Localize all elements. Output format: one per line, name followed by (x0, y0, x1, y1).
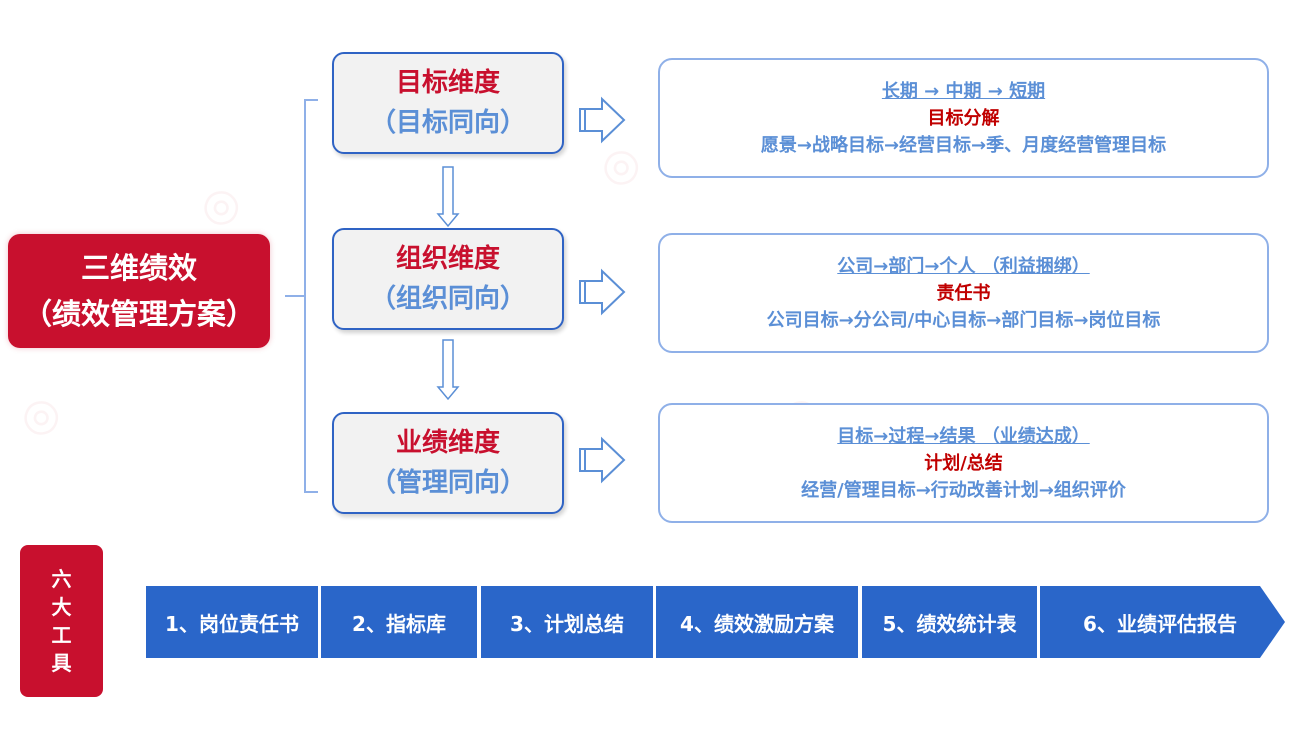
dimension-subtitle: （组织同向） (369, 284, 526, 314)
tools-label-char: 具 (51, 651, 72, 675)
dimension-subtitle: （目标同向） (369, 108, 526, 138)
tool-item: 3、计划总结 (481, 586, 653, 658)
detail-box-organization: 公司→部门→个人 （利益捆绑） 责任书 公司目标→分公司/中心目标→部门目标→岗… (658, 233, 1269, 353)
tool-item: 6、业绩评估报告 (1083, 611, 1237, 636)
dimension-box-performance: 业绩维度 （管理同向） (332, 412, 564, 514)
detail-chain: 愿景→战略目标→经营目标→季、月度经营管理目标 (760, 134, 1167, 156)
dimension-box-goal: 目标维度 （目标同向） (332, 52, 564, 154)
detail-box-performance: 目标→过程→结果 （业绩达成） 计划/总结 经营/管理目标→行动改善计划→组织评… (658, 403, 1269, 523)
dimension-title: 目标维度 (395, 68, 500, 98)
bracket (304, 99, 318, 493)
detail-chain: 公司目标→分公司/中心目标→部门目标→岗位目标 (766, 309, 1161, 331)
detail-chain: 经营/管理目标→行动改善计划→组织评价 (801, 479, 1126, 501)
dimension-subtitle: （管理同向） (369, 468, 526, 498)
right-arrow-icon (579, 268, 626, 316)
detail-key: 目标分解 (927, 107, 1000, 129)
six-tools-label: 六 大 工 具 (20, 545, 103, 697)
detail-flow: 目标→过程→结果 （业绩达成） (837, 425, 1090, 447)
main-title: 三维绩效 (80, 251, 197, 285)
tool-item: 2、指标库 (321, 586, 477, 658)
right-arrow-icon (579, 96, 626, 144)
dimension-title: 组织维度 (395, 244, 500, 274)
tool-item: 1、岗位责任书 (146, 586, 318, 658)
down-arrow-icon (436, 339, 460, 401)
tools-label-char: 大 (51, 595, 72, 619)
tools-label-char: 工 (51, 623, 72, 647)
detail-key: 责任书 (936, 282, 991, 304)
dimension-box-organization: 组织维度 （组织同向） (332, 228, 564, 330)
tool-item: 5、绩效统计表 (862, 586, 1037, 658)
detail-flow: 公司→部门→个人 （利益捆绑） (837, 255, 1090, 277)
tool-item: 4、绩效激励方案 (656, 586, 858, 658)
main-concept-box: 三维绩效 （绩效管理方案） (8, 234, 270, 348)
strip-arrowhead (1040, 586, 1285, 658)
detail-key: 计划/总结 (924, 452, 1003, 474)
main-subtitle: （绩效管理方案） (22, 297, 255, 331)
detail-flow: 长期 → 中期 → 短期 (881, 80, 1046, 102)
tools-label-char: 六 (51, 567, 72, 591)
down-arrow-icon (436, 166, 460, 228)
dimension-title: 业绩维度 (395, 428, 500, 458)
right-arrow-icon (579, 436, 626, 484)
detail-box-goal: 长期 → 中期 → 短期 目标分解 愿景→战略目标→经营目标→季、月度经营管理目… (658, 58, 1269, 178)
